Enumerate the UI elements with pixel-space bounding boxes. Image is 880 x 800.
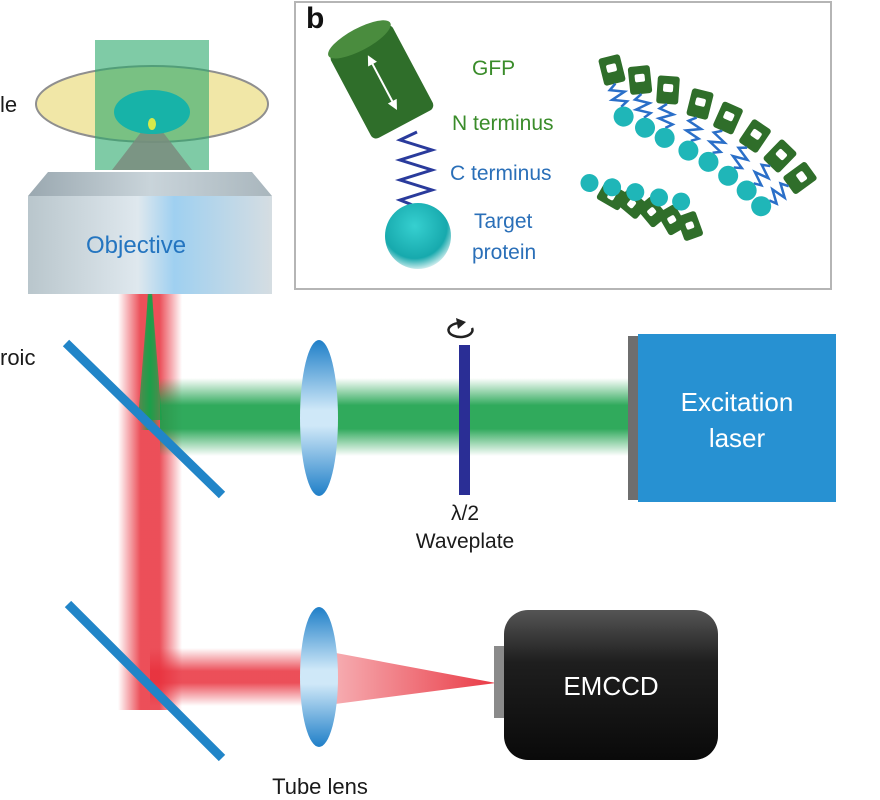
filament-target-protein bbox=[603, 178, 622, 197]
excitation-lens bbox=[300, 340, 338, 496]
filament-unit bbox=[698, 101, 743, 172]
filament-linker bbox=[607, 82, 630, 108]
objective-label: Objective bbox=[86, 232, 187, 259]
emccd-label: EMCCD bbox=[563, 671, 659, 701]
filament-linker bbox=[706, 129, 729, 154]
excitation-beam bbox=[160, 378, 630, 456]
n-terminus-label: N terminus bbox=[452, 112, 554, 135]
sample-label-partial: le bbox=[0, 92, 18, 117]
dipole-arrow-head-top bbox=[367, 55, 377, 67]
excitation-laser-box bbox=[638, 334, 836, 502]
tube-lens-label: Tube lens bbox=[272, 774, 368, 799]
filament-gfp-mark bbox=[606, 63, 617, 73]
rotation-arrowhead bbox=[456, 318, 466, 329]
filament-gfp-mark bbox=[750, 129, 762, 140]
filament-unit bbox=[654, 75, 680, 148]
waveplate-label-1: λ/2 bbox=[450, 502, 479, 525]
target-protein-label-1: Target bbox=[474, 210, 533, 233]
filament-unit-lower bbox=[626, 183, 667, 228]
emccd-camera bbox=[504, 610, 718, 760]
camera-window bbox=[494, 646, 506, 718]
filament-linker bbox=[752, 163, 772, 188]
laser-aperture bbox=[628, 336, 638, 500]
filament-target-protein bbox=[736, 180, 757, 201]
gfp-barrel-top bbox=[328, 20, 391, 59]
sample-cell bbox=[114, 90, 190, 134]
filament-unit-lower bbox=[672, 192, 703, 241]
protein-filament bbox=[580, 54, 817, 241]
filament-target-protein bbox=[626, 183, 645, 202]
laser-label-1: Excitation bbox=[680, 387, 794, 417]
fold-mirror bbox=[64, 600, 226, 762]
filament-linker bbox=[729, 146, 751, 170]
emission-focus-cone bbox=[320, 650, 496, 706]
dichroic-mirror bbox=[62, 339, 226, 499]
filament-target-protein bbox=[678, 140, 699, 161]
filament-linker bbox=[682, 116, 705, 143]
panel-b-letter: b bbox=[306, 2, 325, 35]
filament-linker bbox=[768, 181, 790, 206]
sample-focus-spot bbox=[148, 118, 156, 130]
filament-target-protein bbox=[751, 196, 772, 217]
filament-gfp-mark bbox=[667, 215, 677, 224]
filament-unit bbox=[718, 119, 771, 186]
filament-target-protein bbox=[613, 106, 634, 127]
target-protein-label-2: protein bbox=[472, 241, 537, 264]
filament-gfp-mark bbox=[775, 149, 787, 161]
filament-target-protein bbox=[672, 192, 691, 211]
filament-unit-lower bbox=[650, 188, 687, 236]
dipole-arrow bbox=[369, 60, 396, 106]
filament-gfp-mark bbox=[663, 83, 674, 93]
filament-target-protein bbox=[698, 151, 719, 172]
half-waveplate bbox=[459, 345, 470, 495]
c-terminus-label: C terminus bbox=[450, 162, 552, 185]
dichroic-label-partial: roic bbox=[0, 345, 36, 370]
fusion-protein-single bbox=[328, 20, 451, 269]
filament-gfp-mark bbox=[634, 73, 645, 83]
target-protein-ball bbox=[385, 203, 451, 269]
objective bbox=[28, 172, 272, 294]
filament-target-protein bbox=[635, 117, 656, 138]
filament-target-protein bbox=[580, 174, 599, 192]
filament-unit bbox=[736, 139, 797, 201]
illumination-cone bbox=[112, 118, 192, 170]
filament-unit bbox=[751, 162, 817, 217]
filament-target-protein bbox=[718, 165, 739, 186]
laser-label-2: laser bbox=[708, 423, 766, 453]
filament-gfp-mark bbox=[647, 207, 657, 217]
filament-gfp-mark bbox=[796, 171, 807, 183]
tube-lens bbox=[300, 607, 338, 747]
waveplate-label-2: Waveplate bbox=[415, 530, 515, 553]
filament-target-protein bbox=[654, 127, 675, 148]
gfp-label: GFP bbox=[472, 57, 516, 80]
filament-gfp-mark bbox=[627, 199, 637, 209]
objective-body bbox=[28, 196, 272, 294]
filament-unit bbox=[678, 88, 714, 161]
excitation-focus bbox=[138, 296, 162, 420]
filament-gfp-mark bbox=[685, 221, 695, 230]
linker-spring bbox=[394, 130, 438, 210]
filament-unit bbox=[598, 54, 634, 127]
dipole-arrow-head-bottom bbox=[387, 98, 397, 111]
filament-gfp-mark bbox=[695, 97, 706, 107]
filament-linker bbox=[655, 102, 678, 130]
filament-target-protein bbox=[650, 188, 668, 207]
filament-unit bbox=[627, 65, 656, 138]
sample-stage bbox=[35, 40, 269, 170]
rotation-arrow-icon bbox=[447, 321, 474, 339]
emission-beam-horizontal bbox=[150, 648, 315, 706]
filament-linker bbox=[632, 92, 654, 119]
objective-top bbox=[28, 172, 272, 196]
filament-gfp-mark bbox=[723, 111, 735, 122]
